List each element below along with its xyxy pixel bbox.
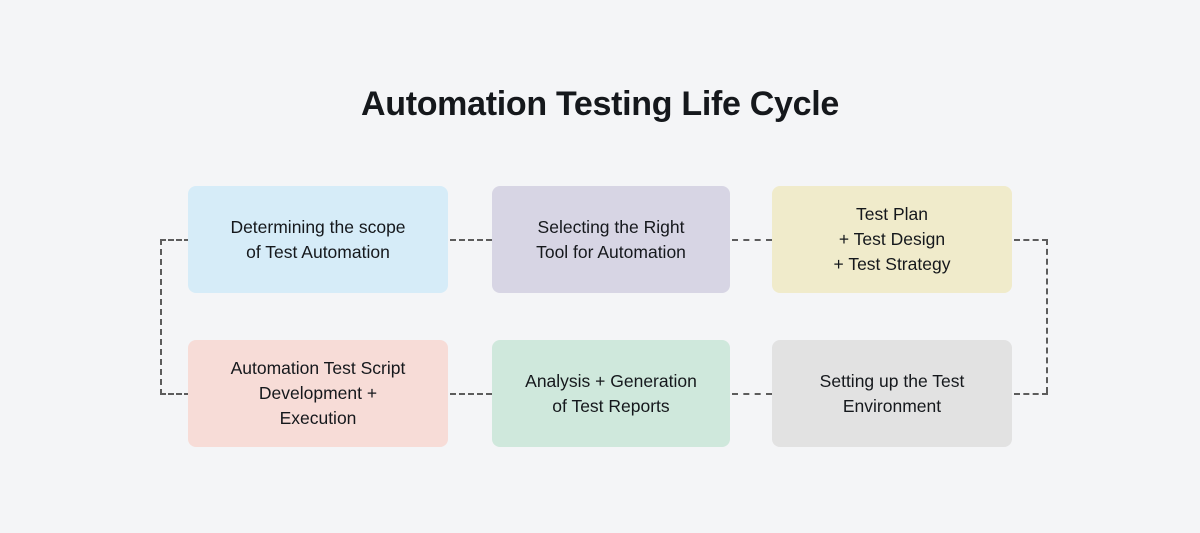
connector-script-left-stub [160, 393, 190, 395]
page-title: Automation Testing Life Cycle [360, 85, 840, 123]
connector-tool-to-testplan [732, 239, 772, 241]
connector-right-vertical [1046, 239, 1048, 393]
connector-script-to-analysis [450, 393, 492, 395]
connector-scope-to-tool [450, 239, 492, 241]
node-selecting-tool[interactable]: Selecting the Right Tool for Automation [492, 186, 730, 293]
node-test-plan-design-strategy[interactable]: Test Plan + Test Design + Test Strategy [772, 186, 1012, 293]
node-selecting-tool-label: Selecting the Right Tool for Automation [536, 216, 686, 262]
node-determining-scope-label: Determining the scope of Test Automation [230, 216, 406, 262]
node-setting-up-test-environment-label: Setting up the Test Environment [819, 370, 965, 416]
node-analysis-generation-reports[interactable]: Analysis + Generation of Test Reports [492, 340, 730, 447]
connector-testplan-right-stub [1014, 239, 1048, 241]
connector-analysis-to-environment [732, 393, 772, 395]
node-automation-test-script[interactable]: Automation Test Script Development + Exe… [188, 340, 448, 447]
connector-left-to-scope [160, 239, 190, 241]
node-analysis-generation-reports-label: Analysis + Generation of Test Reports [525, 370, 697, 416]
node-determining-scope[interactable]: Determining the scope of Test Automation [188, 186, 448, 293]
connector-right-to-environment [1014, 393, 1048, 395]
connector-left-vertical [160, 239, 162, 395]
node-automation-test-script-label: Automation Test Script Development + Exe… [230, 358, 406, 428]
node-test-plan-design-strategy-label: Test Plan + Test Design + Test Strategy [833, 204, 951, 274]
node-setting-up-test-environment[interactable]: Setting up the Test Environment [772, 340, 1012, 447]
